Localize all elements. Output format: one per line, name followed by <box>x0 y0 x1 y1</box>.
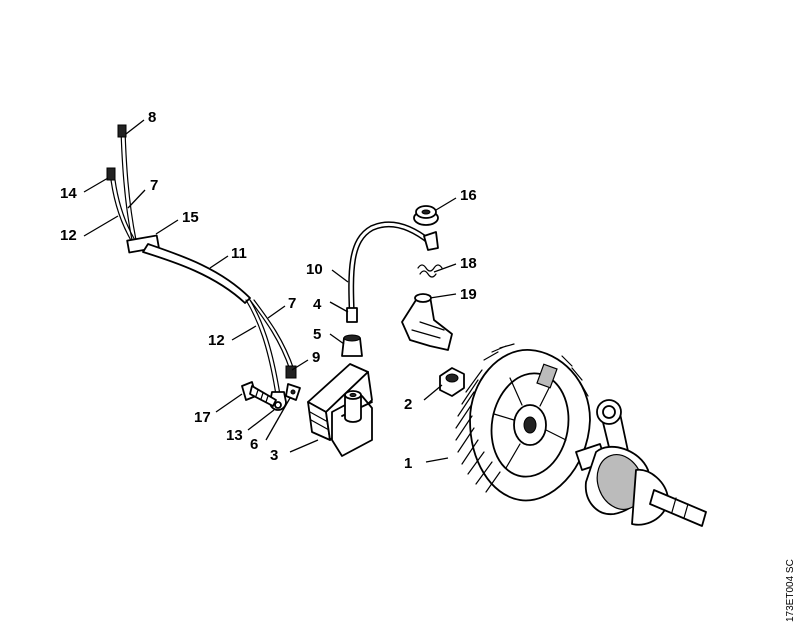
ht-lead <box>341 221 439 357</box>
leader-13 <box>247 409 275 431</box>
leader-19 <box>429 293 457 299</box>
spark-plug-boot-19 <box>401 293 453 351</box>
callout-11: 11 <box>231 245 247 262</box>
leader-6 <box>265 397 291 441</box>
callout-12-lower: 12 <box>208 332 225 349</box>
screw-17 <box>241 381 277 407</box>
leader-12b <box>231 325 257 341</box>
callout-15: 15 <box>182 209 199 226</box>
callout-9: 9 <box>312 349 320 366</box>
callout-12-upper: 12 <box>60 227 77 244</box>
leader-5 <box>329 333 345 345</box>
callout-16: 16 <box>460 187 477 204</box>
ignition-module-3 <box>307 363 373 457</box>
callout-19: 19 <box>460 286 477 303</box>
leader-8 <box>125 119 145 135</box>
drawing-code: 173ET004 SC <box>785 559 796 622</box>
callout-1: 1 <box>404 455 412 472</box>
leader-16 <box>435 197 457 211</box>
leader-18 <box>433 263 457 273</box>
leader-3 <box>289 439 319 453</box>
crankshaft <box>575 399 707 527</box>
callout-7-lower: 7 <box>288 295 296 312</box>
wire-harness <box>106 124 301 411</box>
leader-17 <box>215 393 243 413</box>
leader-10 <box>331 269 349 283</box>
leader-14 <box>83 177 109 193</box>
flywheel-1 <box>455 343 591 502</box>
callout-6: 6 <box>250 436 258 453</box>
leader-7b <box>267 305 286 319</box>
callout-18: 18 <box>460 255 477 272</box>
callout-7-upper: 7 <box>150 177 158 194</box>
callout-14: 14 <box>60 185 77 202</box>
leader-4 <box>329 301 349 313</box>
callout-13: 13 <box>226 427 243 444</box>
boot-cap-16 <box>413 205 439 226</box>
callout-5: 5 <box>313 326 321 343</box>
leader-15 <box>155 219 179 235</box>
callout-3: 3 <box>270 447 278 464</box>
callout-8: 8 <box>148 109 156 126</box>
nut-2 <box>439 367 465 397</box>
leader-7a <box>127 189 146 209</box>
leader-11 <box>209 255 229 269</box>
callout-2: 2 <box>404 396 412 413</box>
callout-labels: 1 2 3 4 5 6 7 7 8 9 10 11 12 12 13 14 15… <box>60 109 477 472</box>
leader-2 <box>423 384 443 401</box>
leader-12a <box>83 215 119 237</box>
wire-14-terminal <box>106 167 116 181</box>
callout-4: 4 <box>313 296 322 313</box>
spring-18 <box>417 264 443 278</box>
leader-lines <box>83 119 457 463</box>
leader-9 <box>291 359 309 371</box>
wire-8-terminal <box>117 124 127 138</box>
leader-1 <box>425 457 449 463</box>
callout-17: 17 <box>194 409 211 426</box>
callout-10: 10 <box>306 261 323 278</box>
